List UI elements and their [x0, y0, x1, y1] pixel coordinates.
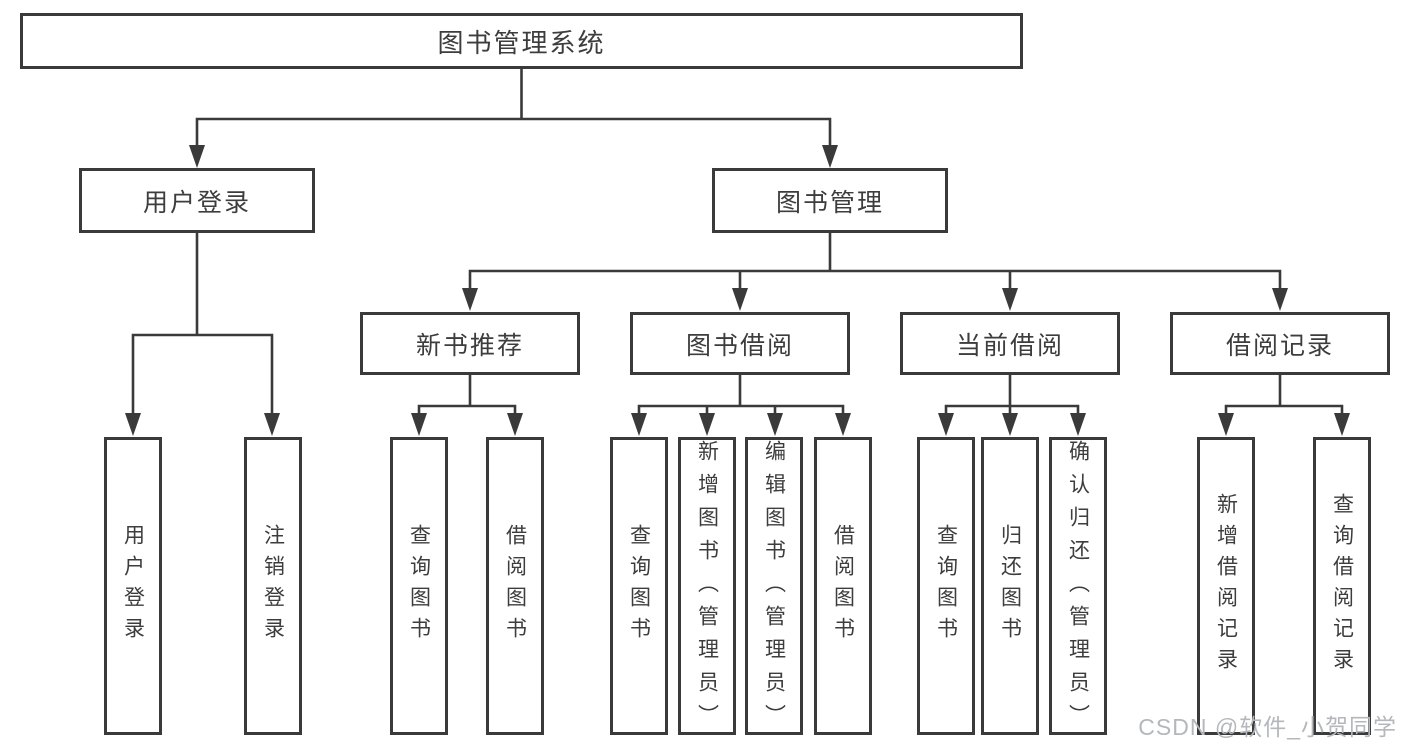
node-book-borrow: 图书借阅 — [630, 312, 850, 375]
node-return-books: 归还图书 — [981, 437, 1039, 735]
node-add-borrow-record-label: 新增借阅记录 — [1214, 493, 1238, 679]
connector-lines — [131, 68, 1344, 416]
node-query-books-current-label: 查询图书 — [934, 524, 958, 648]
node-query-borrow-record-label: 查询借阅记录 — [1330, 493, 1354, 679]
node-add-book-admin-label: 新增图书（管理员） — [695, 440, 719, 737]
node-user-login-label: 用户登录 — [142, 188, 251, 217]
node-query-books-recommend: 查询图书 — [390, 437, 448, 735]
node-add-book-admin: 新增图书（管理员） — [678, 437, 736, 737]
node-user-login: 用户登录 — [79, 168, 315, 233]
node-book-management: 图书管理 — [712, 168, 948, 233]
node-query-books-borrow: 查询图书 — [610, 437, 668, 735]
node-return-books-label: 归还图书 — [998, 524, 1022, 648]
watermark-text: CSDN @软件_小贺同学 — [1138, 714, 1397, 740]
node-edit-book-admin-label: 编辑图书（管理员） — [762, 440, 786, 737]
arrowhead-icons — [125, 145, 1350, 436]
node-logout-label: 注销登录 — [261, 524, 285, 648]
node-borrow-records-label: 借阅记录 — [1225, 331, 1334, 360]
node-query-borrow-record: 查询借阅记录 — [1313, 437, 1371, 735]
node-user-login-leaf: 用户登录 — [104, 437, 162, 735]
node-query-books-current: 查询图书 — [917, 437, 975, 735]
node-library-system-label: 图书管理系统 — [437, 27, 606, 58]
node-confirm-return-admin: 确认归还（管理员） — [1049, 437, 1107, 737]
node-query-books-borrow-label: 查询图书 — [627, 524, 651, 648]
node-book-management-label: 图书管理 — [775, 188, 884, 217]
node-borrow-records: 借阅记录 — [1170, 312, 1390, 375]
node-current-borrow: 当前借阅 — [900, 312, 1120, 375]
node-new-book-recommend-label: 新书推荐 — [415, 331, 524, 360]
node-borrow-books-leaf: 借阅图书 — [814, 437, 872, 735]
node-user-login-leaf-label: 用户登录 — [121, 524, 145, 648]
node-add-borrow-record: 新增借阅记录 — [1197, 437, 1255, 735]
node-borrow-books-leaf-label: 借阅图书 — [831, 524, 855, 648]
node-edit-book-admin: 编辑图书（管理员） — [745, 437, 803, 737]
node-current-borrow-label: 当前借阅 — [955, 331, 1064, 360]
node-query-books-recommend-label: 查询图书 — [407, 524, 431, 648]
node-logout: 注销登录 — [244, 437, 302, 735]
node-confirm-return-admin-label: 确认归还（管理员） — [1066, 440, 1090, 737]
node-borrow-books-recommend: 借阅图书 — [486, 437, 544, 735]
node-book-borrow-label: 图书借阅 — [685, 331, 794, 360]
node-borrow-books-recommend-label: 借阅图书 — [503, 524, 527, 648]
node-new-book-recommend: 新书推荐 — [360, 312, 580, 375]
node-library-system: 图书管理系统 — [20, 13, 1023, 69]
